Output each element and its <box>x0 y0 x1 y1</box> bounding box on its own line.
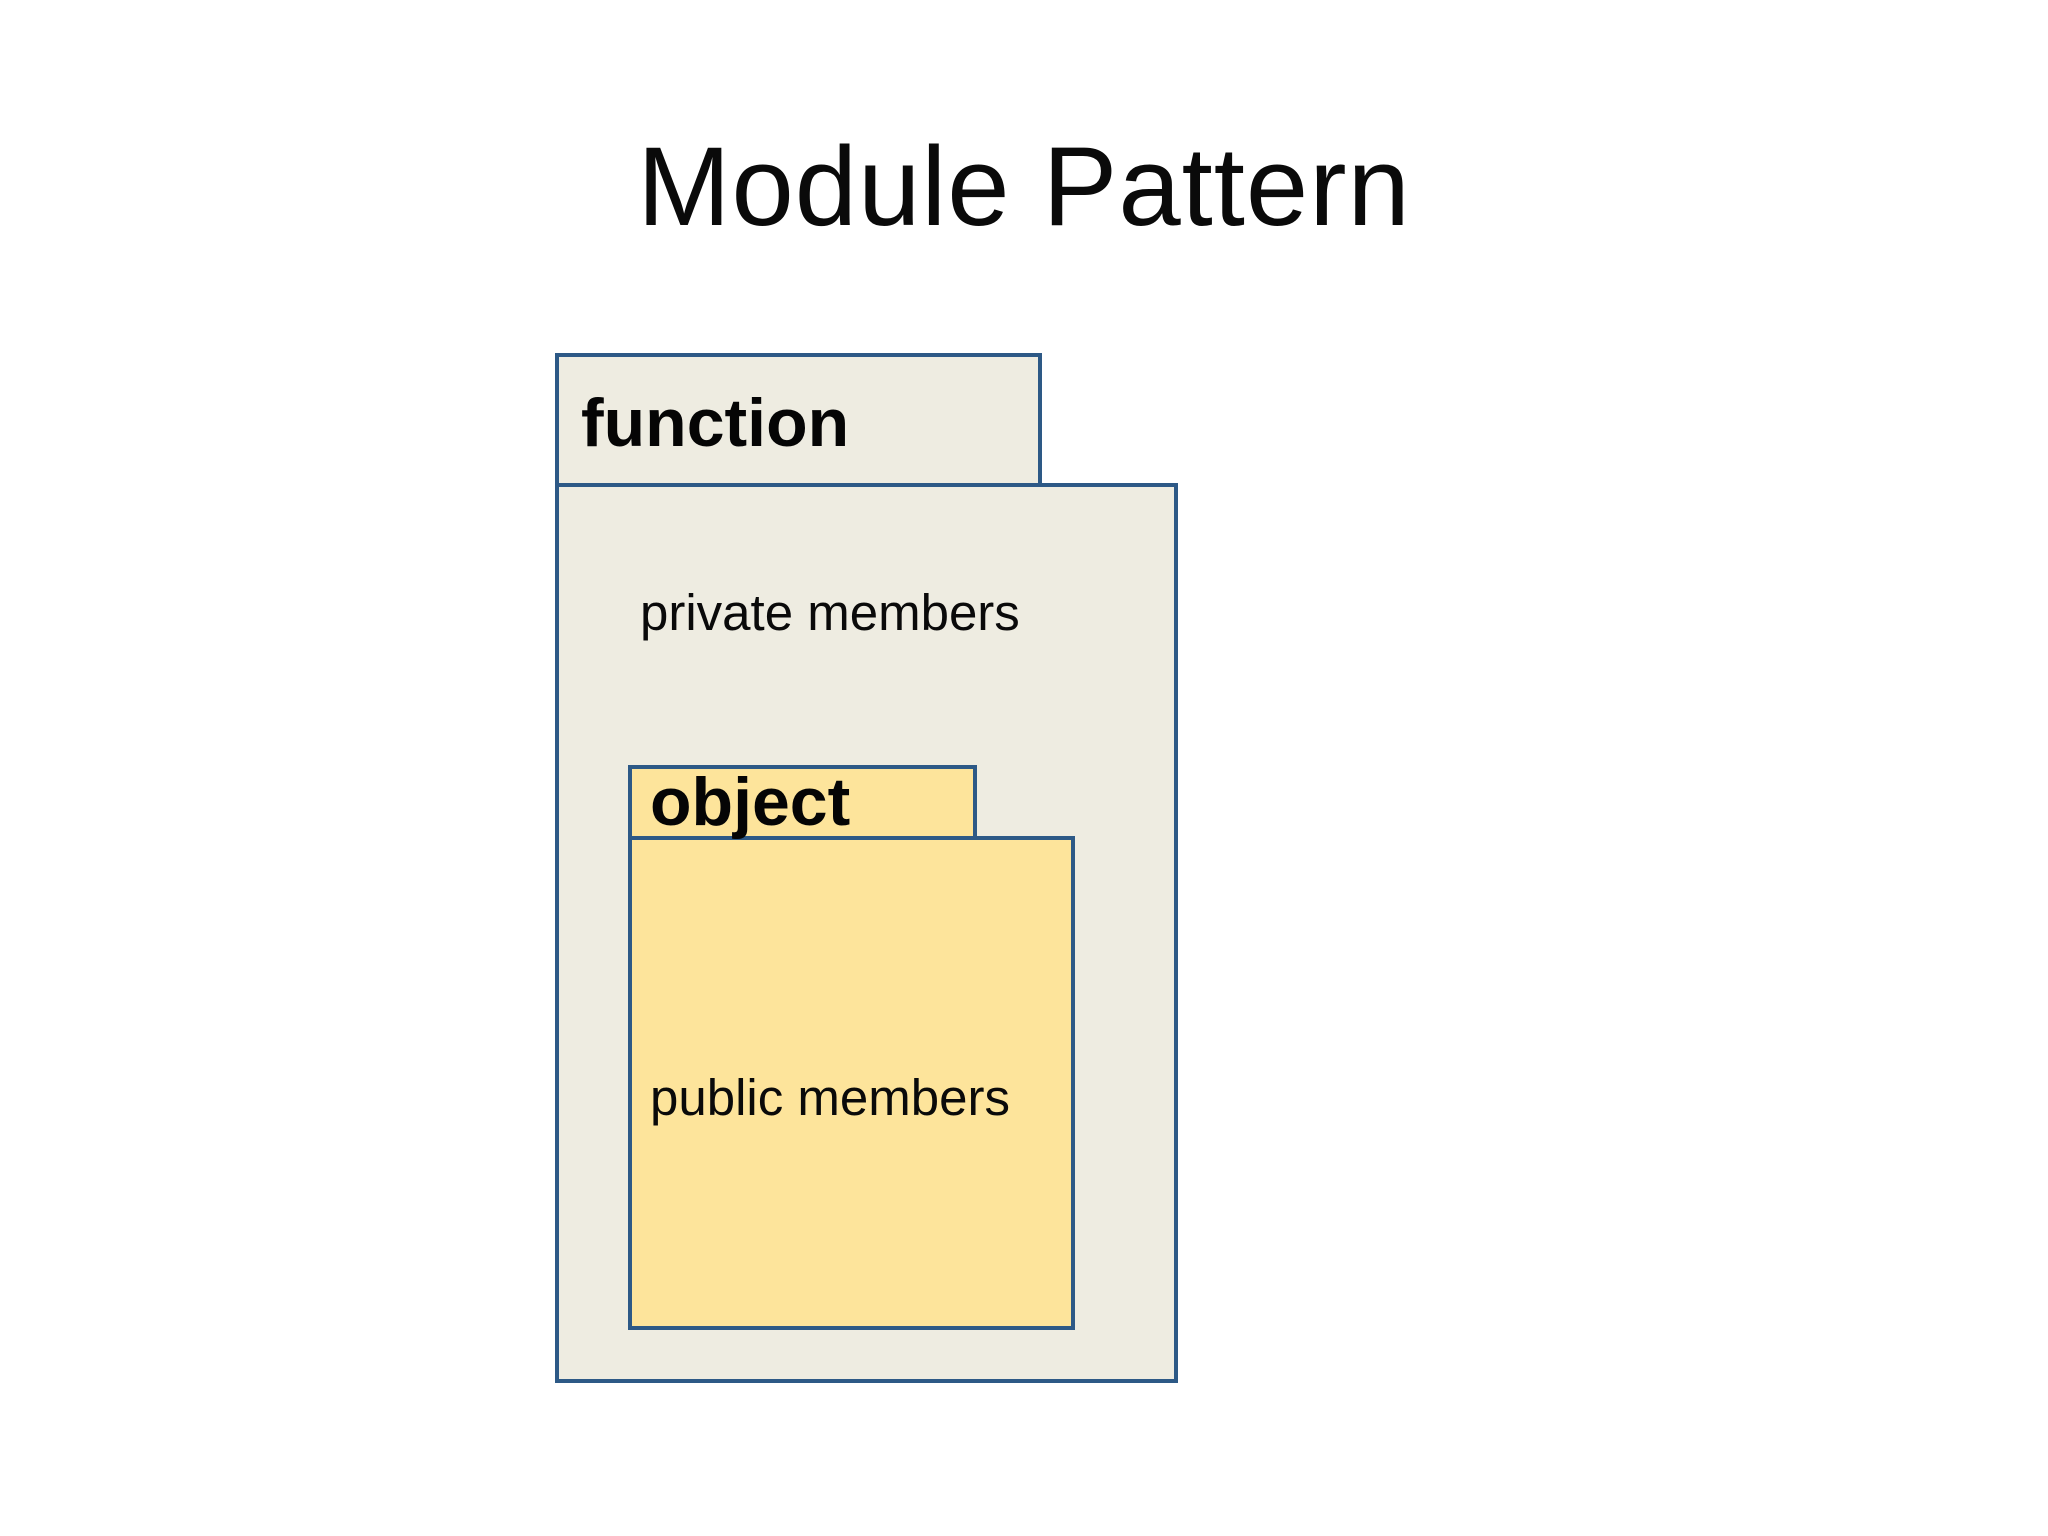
private-members-label: private members <box>640 584 1020 641</box>
public-members-label: public members <box>650 1069 1010 1126</box>
object-box-body <box>628 836 1075 1330</box>
object-box-label: object <box>650 764 851 841</box>
function-box-label: function <box>581 384 850 461</box>
slide-title: Module Pattern <box>637 124 1411 249</box>
function-box-tab: function <box>555 353 1042 487</box>
object-box-tab: object <box>628 765 977 840</box>
